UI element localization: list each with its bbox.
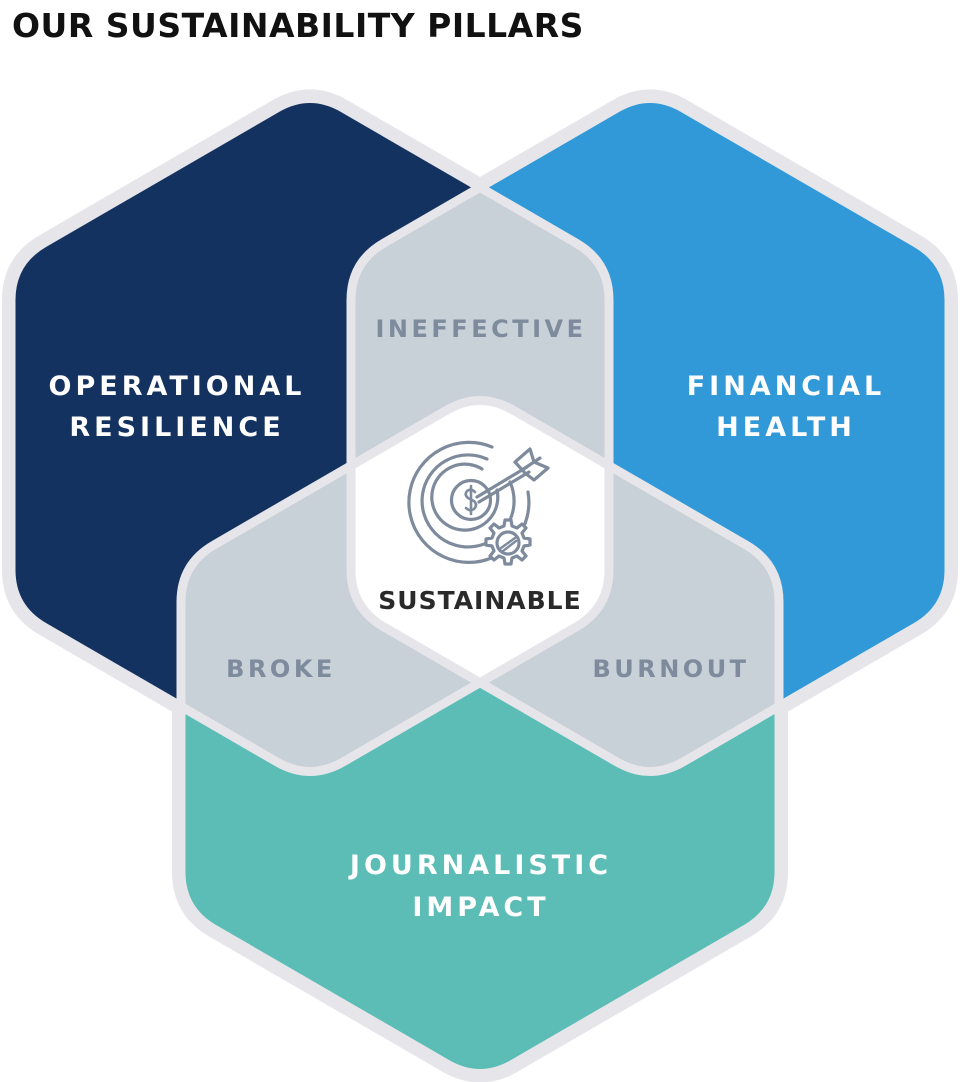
label-financial-line2: HEALTH — [716, 412, 856, 443]
page-title: OUR SUSTAINABILITY PILLARS — [12, 6, 584, 45]
label-operational-line1: OPERATIONAL — [49, 371, 306, 402]
label-sustainable: SUSTAINABLE — [378, 586, 581, 615]
label-operational-line2: RESILIENCE — [69, 412, 284, 443]
label-journalistic-line1: JOURNALISTIC — [348, 850, 612, 881]
target-dollar-gear-icon — [407, 440, 550, 566]
label-burnout: BURNOUT — [592, 655, 749, 683]
label-journalistic-line2: IMPACT — [412, 892, 549, 923]
label-financial-line1: FINANCIAL — [687, 371, 886, 402]
label-ineffective: INEFFECTIVE — [376, 315, 587, 343]
label-broke: BROKE — [226, 655, 336, 683]
